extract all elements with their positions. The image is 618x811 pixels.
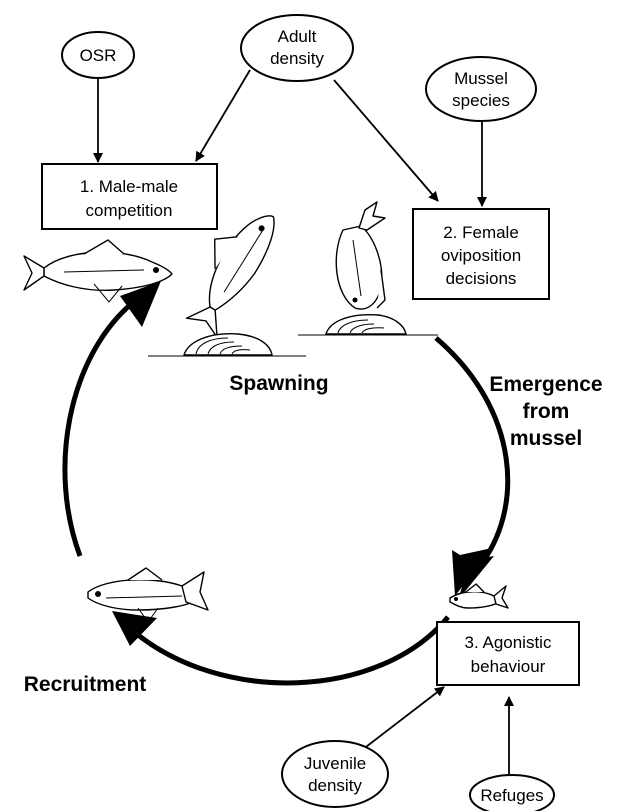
female-oviposition-label-line2: oviposition (441, 246, 521, 265)
node-osr: OSR (62, 32, 134, 78)
female-oviposition-label-line1: 2. Female (443, 223, 519, 242)
mussel-icon-right (298, 315, 438, 335)
stage-label-spawning: Spawning (229, 372, 328, 395)
recruitment-arc (132, 617, 448, 683)
recruitment-arrowhead (112, 611, 157, 646)
male-competition-label-line1: 1. Male-male (80, 177, 178, 196)
mussel-species-label-line2: species (452, 91, 510, 110)
emergence-label-line2: from (523, 400, 570, 423)
female-oviposition-label-line3: decisions (446, 269, 517, 288)
node-female-oviposition: 2. Female oviposition decisions (413, 209, 549, 299)
arrow-adult-density-to-oviposition (334, 80, 438, 201)
mussel-icon-left (148, 334, 306, 356)
agonistic-label-line1: 3. Agonistic (465, 633, 552, 652)
adult-density-label-line1: Adult (278, 27, 317, 46)
arrow-juvenile-density-to-agonistic (362, 687, 444, 750)
node-adult-density: Adult density (241, 15, 353, 81)
node-juvenile-density: Juvenile density (282, 741, 388, 807)
emergence-label-line3: mussel (510, 427, 582, 450)
adult-density-label-line2: density (270, 49, 324, 68)
node-mussel-species: Mussel species (426, 57, 536, 121)
osr-label: OSR (80, 46, 117, 65)
node-refuges: Refuges (470, 775, 554, 811)
juvenile-density-label-line2: density (308, 776, 362, 795)
mussel-species-label-line1: Mussel (454, 69, 508, 88)
spawning-arc (65, 305, 130, 556)
node-male-competition: 1. Male-male competition (42, 164, 217, 229)
stage-label-emergence: Emergence from mussel (489, 373, 602, 450)
juvenile-density-label-line1: Juvenile (304, 754, 366, 773)
fish-icon-vertical (336, 202, 385, 309)
agonistic-label-line2: behaviour (471, 657, 546, 676)
emergence-label-line1: Emergence (489, 373, 602, 396)
stage-label-recruitment: Recruitment (24, 673, 147, 696)
male-competition-label-line2: competition (86, 201, 173, 220)
node-agonistic-behaviour: 3. Agonistic behaviour (437, 622, 579, 685)
arrow-adult-density-to-competition (196, 70, 250, 161)
fish-icon-adult-recruit (88, 568, 208, 622)
refuges-label: Refuges (480, 786, 543, 805)
